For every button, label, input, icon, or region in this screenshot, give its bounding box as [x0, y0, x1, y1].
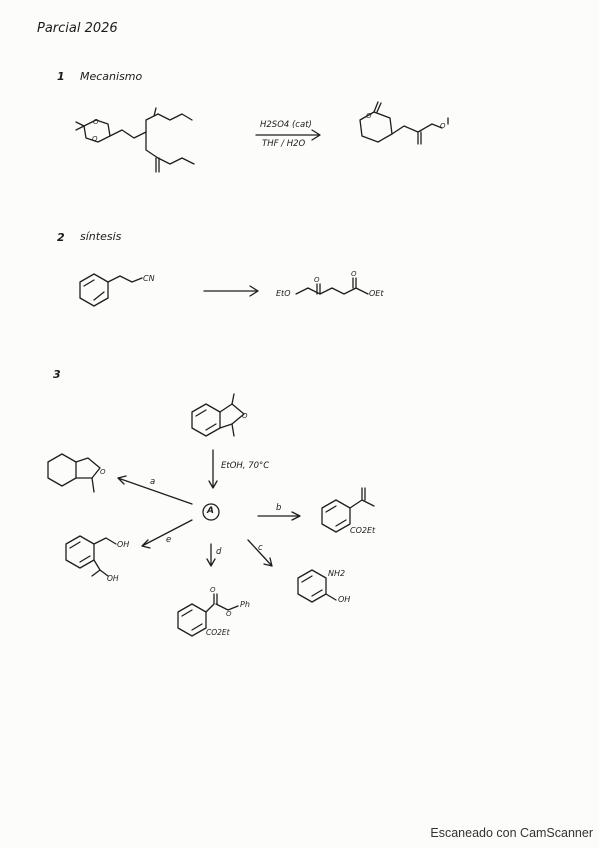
reaction-2-arrow [203, 285, 259, 297]
route-d-product: O O [177, 586, 239, 637]
section-2-number: 2 [57, 231, 65, 244]
svg-text:O: O [440, 122, 446, 130]
reaction-2-starting-material [79, 273, 143, 307]
route-c-product [297, 569, 337, 603]
reaction-2-product-left: EtO [276, 289, 291, 298]
reaction-2-nitrile-label: CN [143, 274, 155, 283]
route-c-arrow [247, 539, 273, 567]
svg-text:O: O [314, 276, 320, 284]
svg-text:O: O [100, 468, 106, 476]
route-b-ester-label: CO2Et [350, 526, 376, 535]
svg-text:O: O [92, 135, 98, 143]
route-d-phenyl-label: Ph [240, 600, 250, 609]
reaction-1-arrow [255, 129, 321, 141]
svg-text:O: O [242, 412, 248, 420]
route-b-label: b [276, 503, 282, 513]
reaction-1-product: O O [359, 101, 449, 145]
intermediate-A-circle [202, 503, 220, 521]
phthalic-anhydride: O [191, 393, 248, 437]
section-1-number: 1 [57, 70, 65, 83]
section-2-heading: síntesis [80, 230, 122, 243]
route-d-ester-label: CO2Et [206, 628, 230, 637]
svg-text:O: O [351, 270, 357, 278]
route-a-arrow [117, 475, 193, 505]
route-b-product [321, 487, 375, 533]
svg-text:O: O [210, 586, 216, 594]
route-e-oh-bottom-label: OH [107, 574, 119, 583]
route-d-label: d [216, 547, 222, 557]
route-e-label: e [166, 535, 172, 545]
route-c-oh-label: OH [338, 595, 351, 604]
route-c-nh2-label: NH2 [328, 569, 346, 578]
reaction-1-reagent-bottom: THF / H2O [262, 139, 306, 149]
page-title: Parcial 2026 [37, 21, 118, 36]
svg-text:O: O [93, 118, 99, 126]
route-b-arrow [257, 511, 301, 521]
route-e-arrow [141, 519, 193, 549]
reaction-1-reagent-top: H2SO4 (cat) [260, 120, 312, 130]
reaction-2-product-right: OEt [369, 289, 384, 298]
camscanner-watermark: Escaneado con CamScanner [430, 826, 593, 840]
svg-text:O: O [366, 112, 372, 120]
reaction-3-conditions: EtOH, 70°C [221, 461, 270, 471]
route-e-product [65, 535, 117, 577]
route-d-arrow [206, 543, 216, 567]
route-c-label: c [258, 543, 263, 553]
section-3-number: 3 [53, 368, 61, 381]
route-a-label: a [150, 477, 156, 487]
route-e-oh-top-label: OH [117, 540, 130, 549]
reaction-1-starting-material: O O [75, 107, 195, 173]
reaction-2-product: O O [295, 270, 369, 295]
route-a-product: O [47, 453, 106, 493]
section-1-heading: Mecanismo [80, 70, 143, 83]
svg-text:O: O [226, 610, 232, 618]
intermediate-A-label: A [207, 506, 214, 516]
arrow-down-to-A [208, 449, 218, 489]
